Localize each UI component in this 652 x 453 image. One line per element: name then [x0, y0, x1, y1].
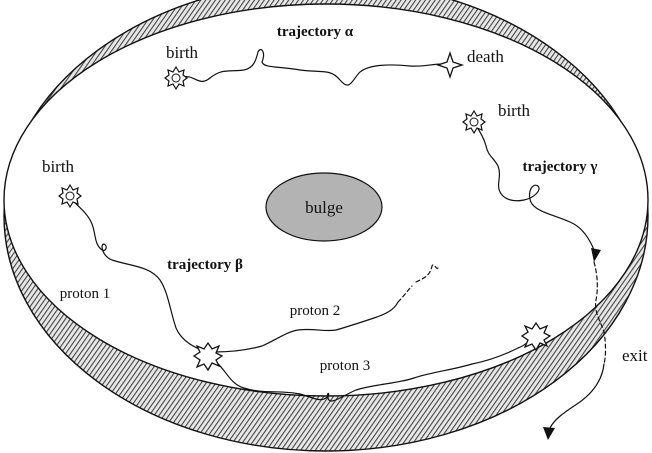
bulge-label: bulge — [305, 198, 343, 217]
birth-star-icon — [165, 67, 187, 89]
proton-3-label: proton 3 — [320, 358, 370, 374]
birth-star-icon — [59, 185, 81, 207]
proton-1-label: proton 1 — [60, 286, 110, 302]
birth-gamma-label: birth — [498, 101, 531, 120]
birth-star-icon — [463, 111, 485, 133]
birth-alpha-label: birth — [166, 43, 199, 62]
trajectory-gamma-label: trajectory γ — [523, 159, 598, 175]
proton-2-label: proton 2 — [290, 303, 340, 319]
exit-label: exit — [622, 346, 648, 365]
death-label: death — [467, 47, 504, 66]
trajectory-beta-label: trajectory β — [167, 257, 243, 273]
interaction-burst-icon — [194, 343, 222, 370]
birth-beta-label: birth — [42, 157, 75, 176]
trajectory-alpha-label: trajectory α — [277, 24, 354, 40]
bulge: bulge — [266, 173, 382, 241]
arrowhead-icon — [543, 427, 555, 440]
interaction-burst-icon — [522, 323, 550, 350]
